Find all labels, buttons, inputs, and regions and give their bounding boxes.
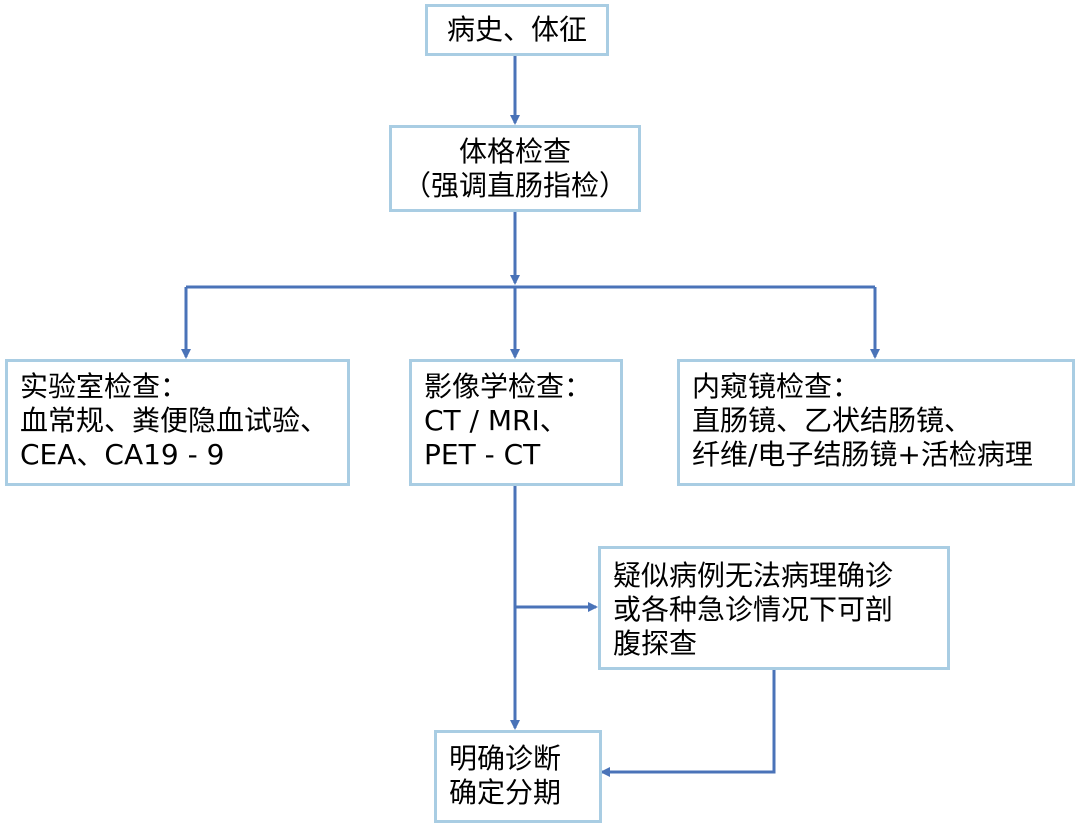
node-imaging-line: 影像学检查： xyxy=(424,370,593,403)
node-endoscopy-line: 纤维/电子结肠镜+活检病理 xyxy=(692,438,1033,471)
node-exploratory-laparotomy: 疑似病例无法病理确诊 或各种急诊情况下可剖 腹探查 xyxy=(598,546,950,670)
node-imaging-line: PET - CT xyxy=(424,438,541,471)
node-history: 病史、体征 xyxy=(425,4,609,56)
node-imaging: 影像学检查： CT / MRI、 PET - CT xyxy=(409,359,623,486)
node-exploratory-laparotomy-line: 或各种急诊情况下可剖 xyxy=(613,593,894,626)
node-imaging-line: CT / MRI、 xyxy=(424,404,568,437)
node-lab-tests-line: 实验室检查： xyxy=(20,370,189,403)
node-endoscopy: 内窥镜检查： 直肠镜、乙状结肠镜、 纤维/电子结肠镜+活检病理 xyxy=(677,359,1075,486)
arrow-surgery-to-diagnosis xyxy=(600,670,776,777)
node-endoscopy-line: 内窥镜检查： xyxy=(692,370,861,403)
node-diagnosis-staging-line: 确定分期 xyxy=(449,776,562,809)
node-lab-tests-line: 血常规、粪便隐血试验、 xyxy=(20,404,329,437)
node-lab-tests: 实验室检查： 血常规、粪便隐血试验、 CEA、CA19 - 9 xyxy=(5,359,350,486)
node-lab-tests-line: CEA、CA19 - 9 xyxy=(20,438,225,471)
node-diagnosis-staging-line: 明确诊断 xyxy=(449,742,562,775)
node-physical-exam: 体格检查 （强调直肠指检） xyxy=(389,125,641,212)
node-exploratory-laparotomy-line: 腹探查 xyxy=(613,627,698,660)
node-exploratory-laparotomy-line: 疑似病例无法病理确诊 xyxy=(613,559,894,592)
node-physical-exam-line: 体格检查 xyxy=(458,135,571,168)
node-history-line: 病史、体征 xyxy=(446,13,587,46)
node-physical-exam-line: （强调直肠指检） xyxy=(402,169,627,202)
node-diagnosis-staging: 明确诊断 确定分期 xyxy=(434,730,602,823)
node-endoscopy-line: 直肠镜、乙状结肠镜、 xyxy=(692,404,973,437)
